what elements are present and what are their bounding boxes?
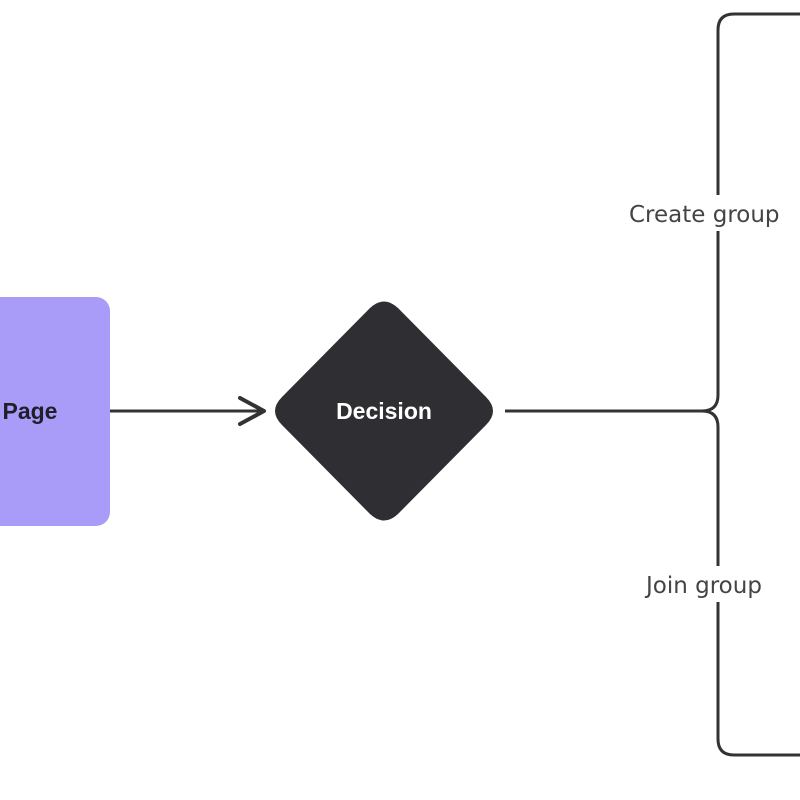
create-group-label: Create group	[629, 202, 780, 228]
page-node-shape	[0, 297, 110, 526]
decision-node[interactable]: Decision	[275, 301, 493, 521]
page-to-decision-connector[interactable]	[110, 396, 266, 426]
join-group-branch-line	[701, 409, 800, 757]
decision-node-label: Decision	[336, 398, 432, 424]
join-group-label: Join group	[644, 573, 762, 599]
create-group-branch-line	[701, 12, 800, 413]
decision-node-shape	[275, 301, 493, 521]
create-group-label-bg	[626, 195, 800, 231]
join-group-edge-label[interactable]: Join group	[643, 566, 793, 602]
create-group-edge-label[interactable]: Create group	[626, 195, 800, 231]
page-node[interactable]: Page	[0, 297, 110, 526]
page-node-label: Page	[3, 398, 58, 424]
decision-branch-connector[interactable]	[505, 12, 800, 757]
join-group-label-bg	[643, 566, 793, 602]
arrowhead-icon	[238, 396, 266, 426]
